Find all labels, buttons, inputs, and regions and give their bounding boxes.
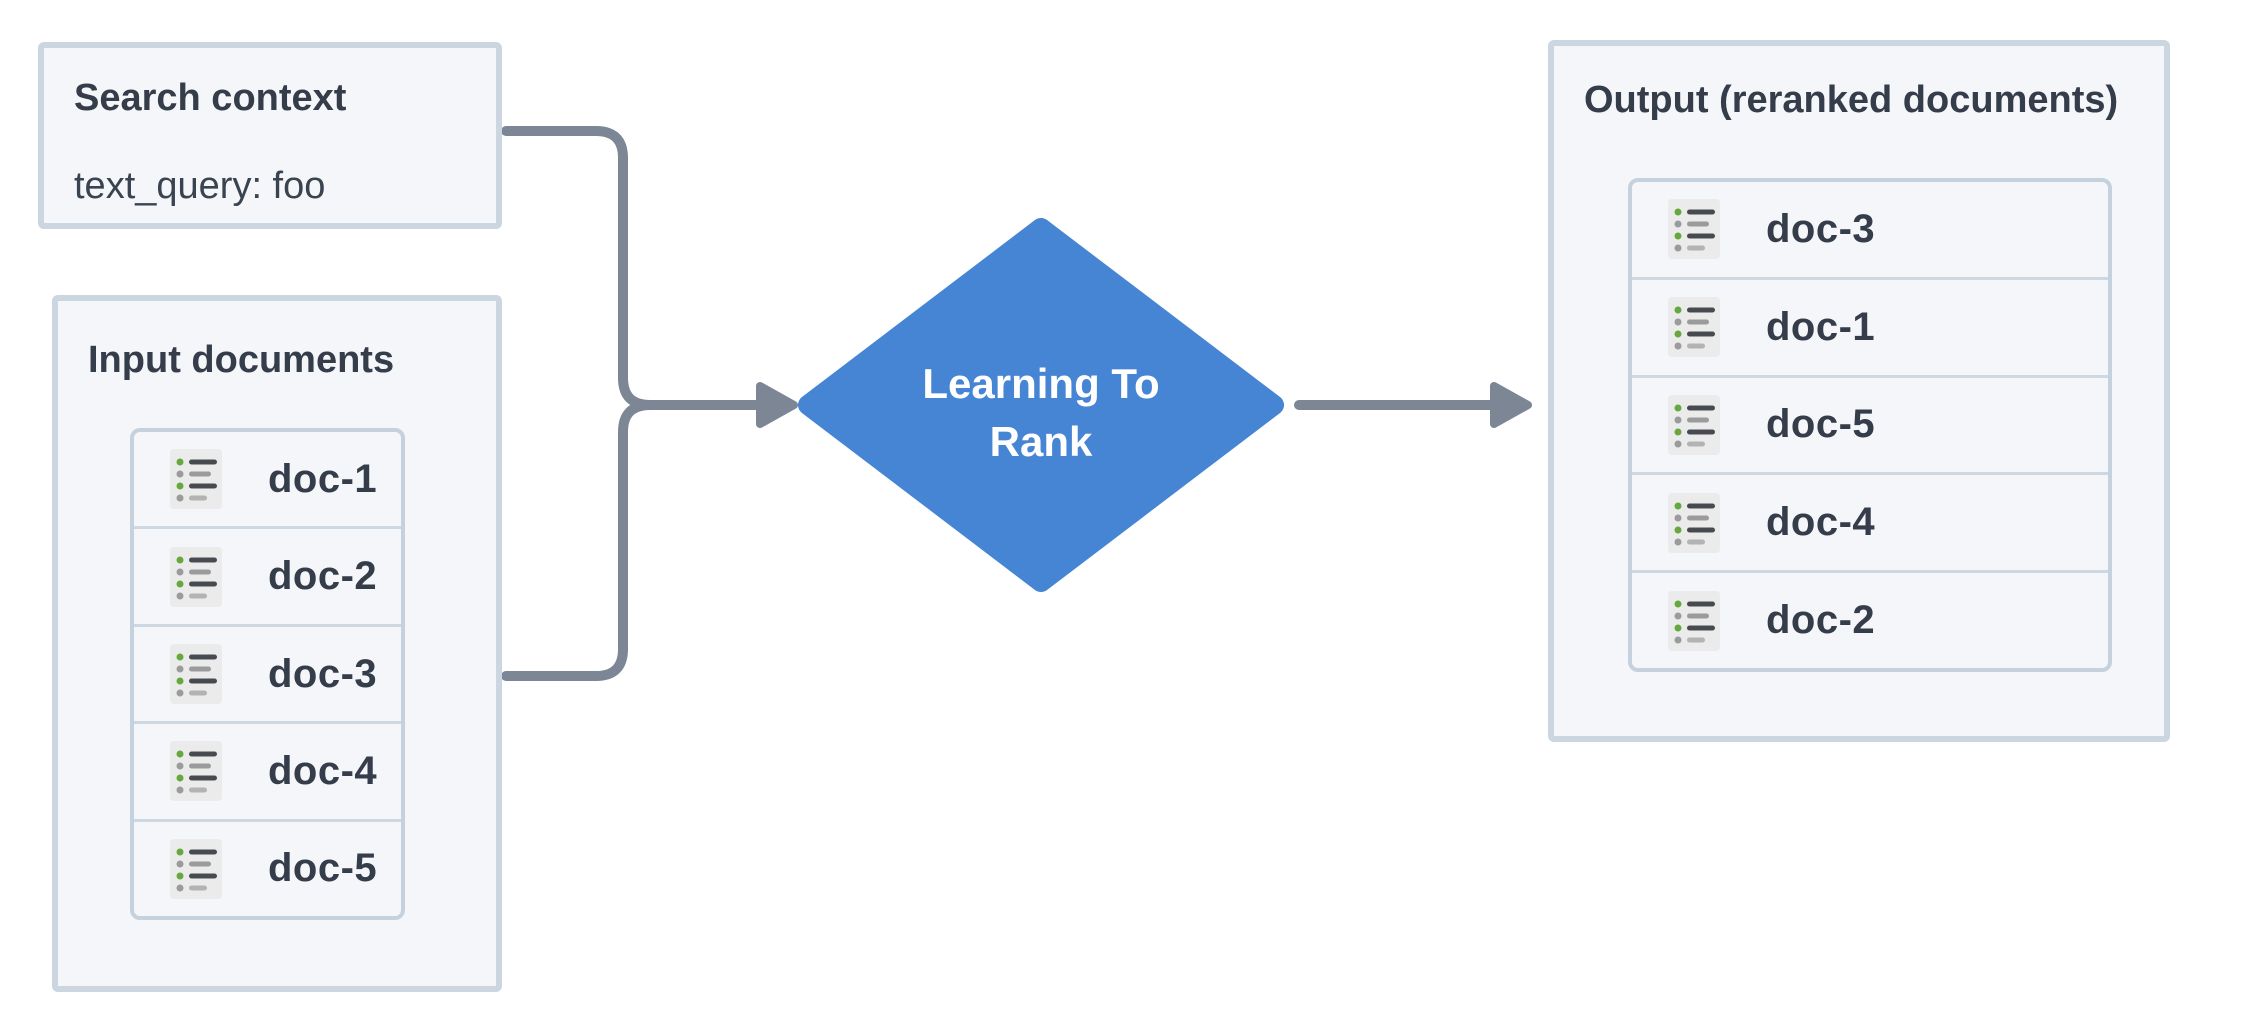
input-documents-panel: Input documents doc-1 doc-2 doc-3 doc-4 … xyxy=(52,295,502,992)
document-list-icon xyxy=(170,547,222,607)
arrowhead-into-diamond xyxy=(756,382,798,428)
doc-label: doc-4 xyxy=(268,748,378,793)
doc-label: doc-5 xyxy=(268,846,378,891)
document-list-icon xyxy=(170,741,222,801)
process-label: Learning To Rank xyxy=(922,360,1160,465)
output-documents-list: doc-3 doc-1 doc-5 doc-4 doc-2 xyxy=(1628,178,2112,672)
arrow-from-input-documents xyxy=(501,400,655,681)
input-documents-title: Input documents xyxy=(88,339,395,381)
search-context-title: Search context xyxy=(74,77,347,119)
document-list-icon xyxy=(170,839,222,899)
document-list-icon xyxy=(1668,493,1720,553)
document-list-icon xyxy=(170,449,222,509)
output-panel: Output (reranked documents) doc-3 doc-1 … xyxy=(1548,40,2170,742)
list-item: doc-3 xyxy=(1632,182,2108,277)
document-list-icon xyxy=(1668,199,1720,259)
arrowhead-into-output xyxy=(1490,382,1532,428)
list-item: doc-4 xyxy=(134,721,401,818)
output-title: Output (reranked documents) xyxy=(1584,79,2119,121)
list-item: doc-4 xyxy=(1632,472,2108,570)
doc-label: doc-3 xyxy=(268,651,378,696)
document-list-icon xyxy=(1668,591,1720,651)
doc-label: doc-3 xyxy=(1766,206,1876,251)
document-list-icon xyxy=(170,644,222,704)
list-item: doc-1 xyxy=(1632,276,2108,375)
text-query-value: text_query: foo xyxy=(74,165,326,207)
doc-label: doc-1 xyxy=(1766,304,1876,349)
doc-label: doc-5 xyxy=(1766,402,1876,447)
list-item: doc-3 xyxy=(134,623,401,721)
doc-label: doc-4 xyxy=(1766,500,1876,545)
doc-label: doc-2 xyxy=(268,554,378,599)
list-item: doc-2 xyxy=(134,526,401,623)
list-item: doc-2 xyxy=(1632,570,2108,668)
arrow-from-search-context xyxy=(501,126,765,410)
document-list-icon xyxy=(1668,297,1720,357)
doc-label: doc-2 xyxy=(1766,598,1876,643)
document-list-icon xyxy=(1668,395,1720,455)
list-item: doc-5 xyxy=(134,818,401,916)
list-item: doc-1 xyxy=(134,432,401,526)
search-context-panel: Search context text_query: foo xyxy=(38,42,502,229)
list-item: doc-5 xyxy=(1632,374,2108,473)
doc-label: doc-1 xyxy=(268,456,378,501)
input-documents-list: doc-1 doc-2 doc-3 doc-4 doc-5 xyxy=(130,428,405,920)
